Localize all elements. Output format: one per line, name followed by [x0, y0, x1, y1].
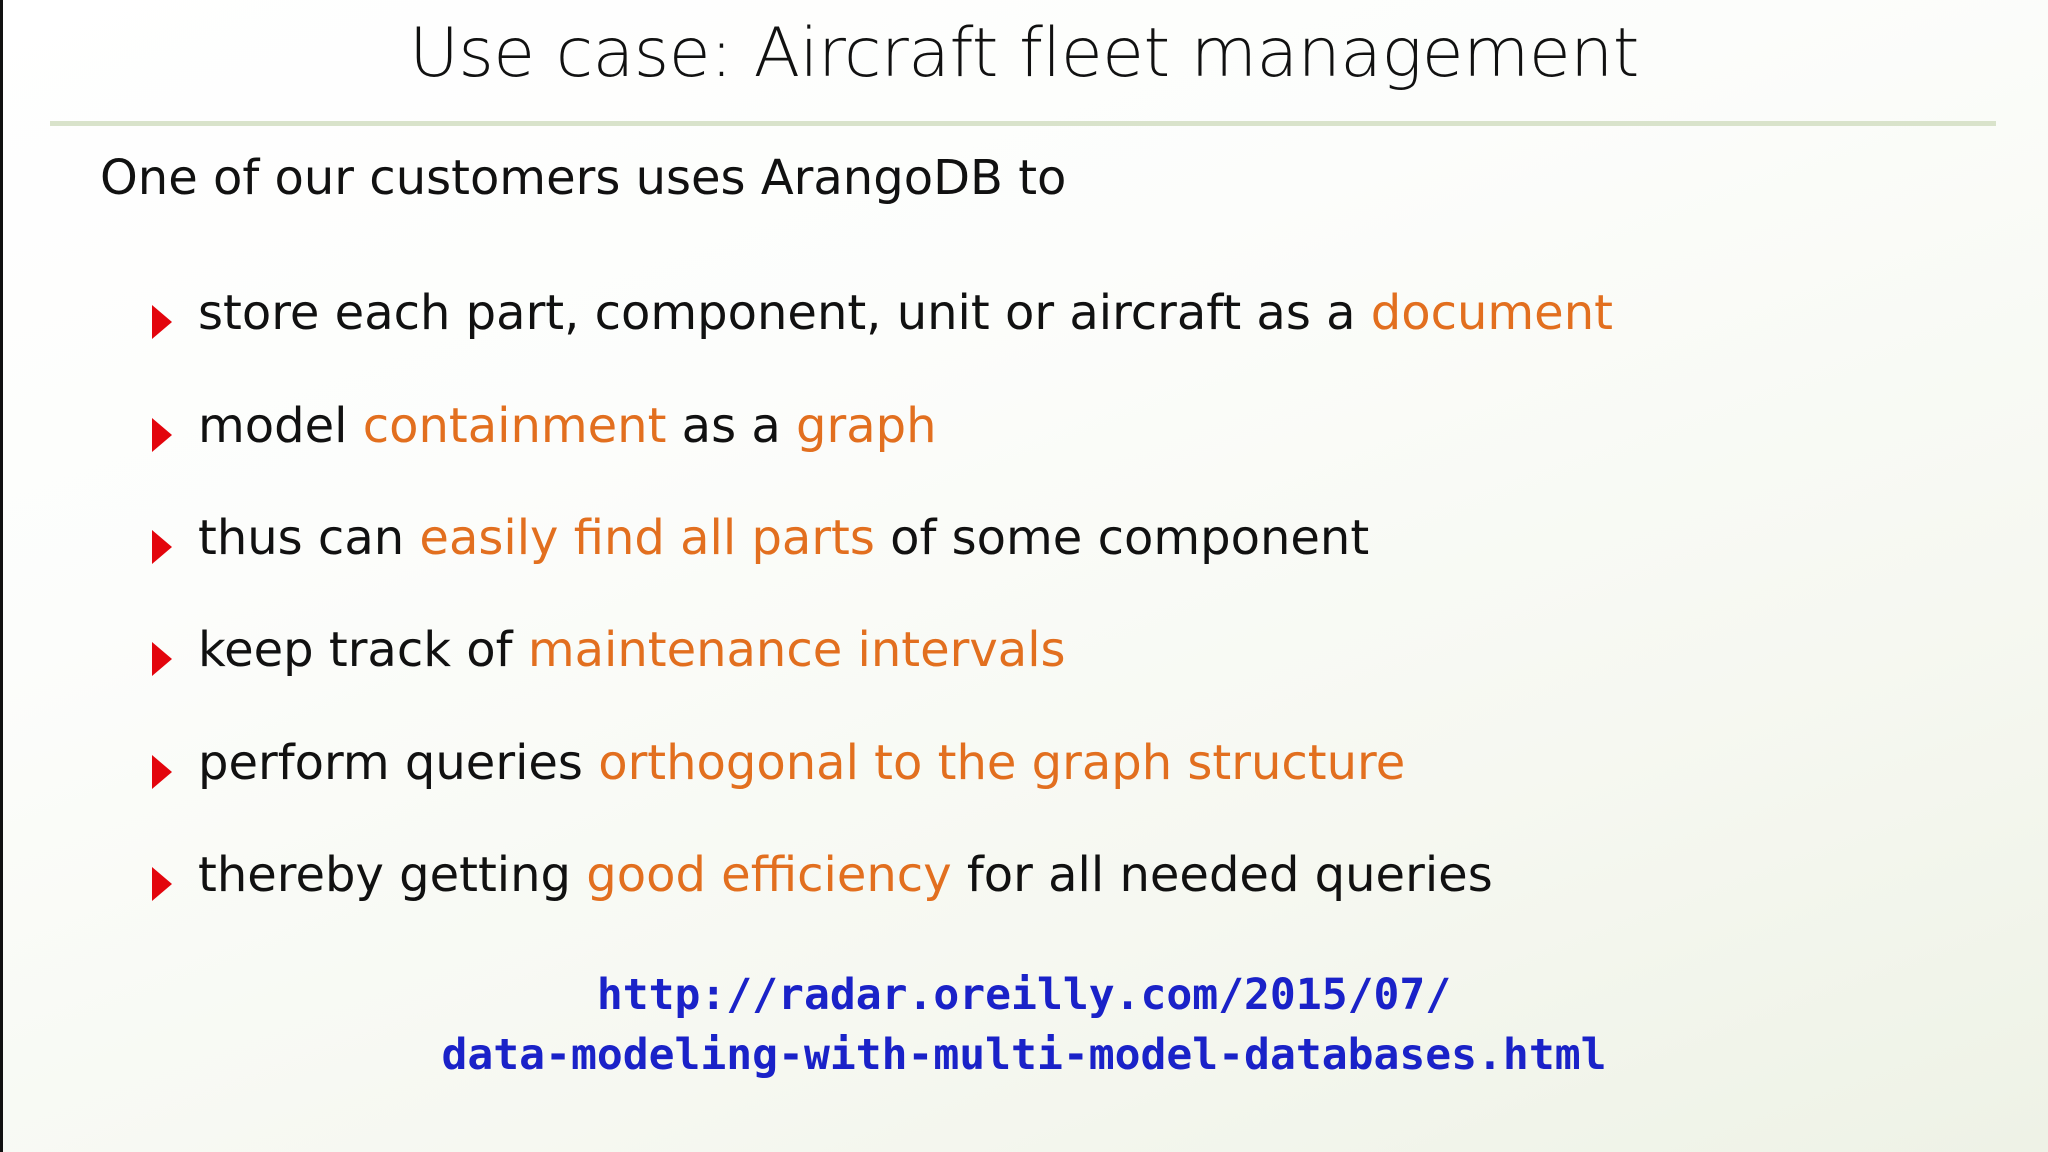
bullet-text-plain: of some component	[874, 510, 1370, 566]
bullet-text-plain: for all needed queries	[951, 847, 1493, 903]
bullet-triangle-icon	[152, 530, 172, 564]
reference-link-line-2[interactable]: data-modeling-with-multi-model-databases…	[441, 1030, 1607, 1080]
bullet-triangle-icon	[152, 755, 172, 789]
bullet-text-plain: thus can	[198, 510, 420, 566]
bullet-text-highlight: maintenance intervals	[527, 622, 1066, 678]
bullet-text-plain: thereby getting	[198, 847, 587, 903]
title-divider	[50, 121, 1996, 126]
bullet-triangle-icon	[152, 305, 172, 339]
bullet-text: thereby getting good efficiency for all …	[198, 847, 1493, 903]
bullet-text-highlight: containment	[362, 398, 667, 454]
bullet-text-plain: perform queries	[198, 735, 599, 791]
bullet-triangle-icon	[152, 418, 172, 452]
bullet-text: thus can easily find all parts of some c…	[198, 510, 1369, 566]
bullet-text-highlight: orthogonal to the graph structure	[598, 735, 1406, 791]
bullet-text-plain: store each part, component, unit or airc…	[198, 285, 1371, 341]
bullet-text-plain: model	[198, 398, 363, 454]
bullet-text-plain: keep track of	[198, 622, 528, 678]
intro-text: One of our customers uses ArangoDB to	[100, 150, 1067, 206]
bullet-text-plain: as a	[666, 398, 797, 454]
bullet-text: store each part, component, unit or airc…	[198, 285, 1613, 341]
bullet-text: keep track of maintenance intervals	[198, 622, 1066, 678]
bullet-text: perform queries orthogonal to the graph …	[198, 735, 1405, 791]
slide-left-border	[0, 0, 3, 1152]
bullet-triangle-icon	[152, 642, 172, 676]
bullet-triangle-icon	[152, 867, 172, 901]
bullet-text-highlight: graph	[796, 398, 937, 454]
bullet-text: model containment as a graph	[198, 398, 937, 454]
bullet-text-highlight: easily find all parts	[419, 510, 875, 566]
bullet-text-highlight: document	[1370, 285, 1613, 341]
reference-link-line-1[interactable]: http://radar.oreilly.com/2015/07/	[596, 970, 1452, 1020]
bullet-text-highlight: good efficiency	[586, 847, 952, 903]
slide-title: Use case: Aircraft fleet management	[409, 14, 1639, 93]
